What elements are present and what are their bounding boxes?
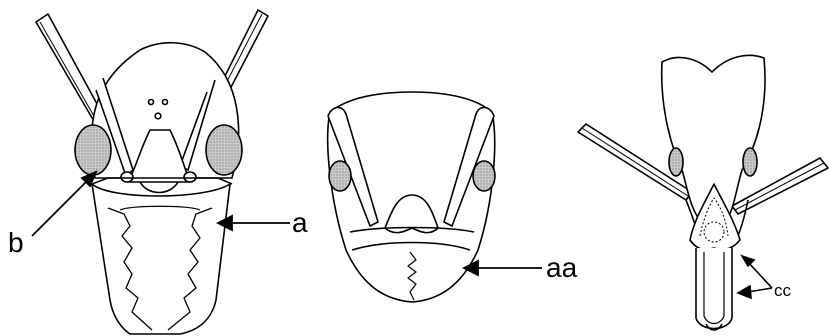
label-aa: aa [546, 252, 578, 283]
mandibles-right-head [696, 248, 732, 329]
label-b: b [8, 227, 24, 258]
eye-left-left-head [75, 125, 111, 175]
eye-left-middle [329, 161, 351, 191]
label-cc: cc [774, 281, 792, 300]
pointers-cc [738, 256, 772, 298]
eye-right-middle [473, 161, 495, 191]
pointer-aa [464, 261, 542, 275]
eye-right-left-head [206, 125, 242, 175]
head-left [36, 10, 268, 334]
pointer-b [32, 172, 96, 236]
pointer-a [218, 216, 290, 230]
eye-left-right-head [669, 148, 683, 176]
label-a: a [292, 207, 308, 238]
eye-right-right-head [743, 148, 757, 176]
